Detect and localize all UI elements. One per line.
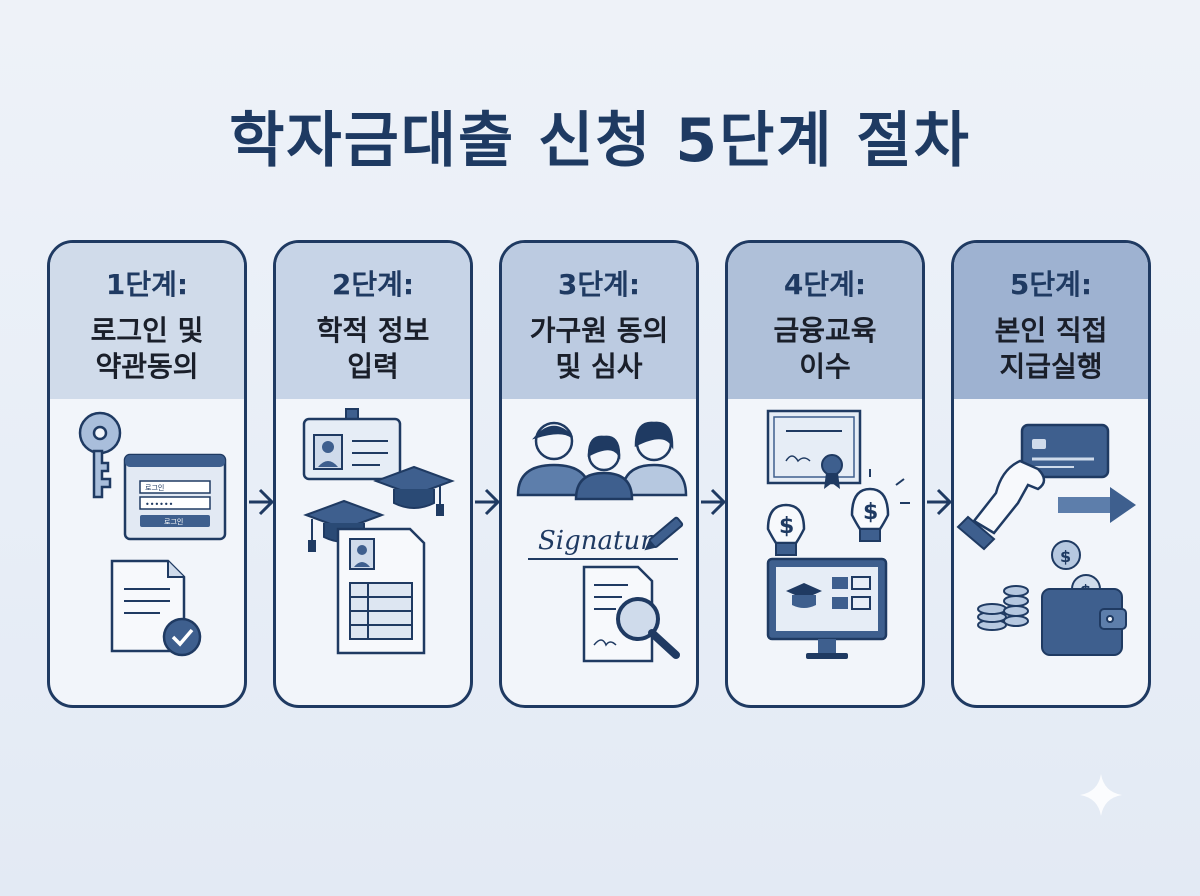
document-check-icon: [110, 559, 202, 657]
step-header-2: 2단계: 학적 정보 입력: [276, 243, 470, 399]
svg-text:$: $: [1060, 547, 1071, 566]
step-card-4: 4단계: 금융교육 이수 $: [725, 240, 925, 708]
coins-wallet-icon: $ $: [977, 540, 1127, 656]
hand-card-icon: [956, 423, 1110, 551]
svg-text:••••••: ••••••: [145, 500, 173, 509]
lightbulb-dollar-icon: $ $: [766, 469, 910, 556]
key-icon: [78, 411, 122, 499]
svg-text:Signatur: Signatur: [538, 526, 654, 556]
arrow-right-icon: [249, 488, 274, 516]
step-card-3: 3단계: 가구원 동의 및 심사 Signatur: [499, 240, 699, 708]
magnifier-document-icon: [582, 565, 680, 663]
page-title: 학자금대출 신청 5단계 절차: [229, 106, 971, 176]
step-label: 1단계:: [105, 267, 189, 301]
step-description: 본인 직접 지급실행: [994, 313, 1108, 383]
sparkle-icon: [1080, 774, 1122, 816]
step-label: 5단계:: [1009, 267, 1093, 301]
step-illustration-3: Signatur: [502, 399, 696, 705]
step-card-2: 2단계: 학적 정보 입력: [273, 240, 473, 708]
step-label: 3단계:: [557, 267, 641, 301]
form-document-icon: [336, 527, 426, 655]
arrow-right-icon: [927, 488, 952, 516]
step-label: 2단계:: [331, 267, 415, 301]
step-description: 가구원 동의 및 심사: [529, 313, 669, 383]
id-card-icon: [302, 408, 402, 481]
svg-text:로그인: 로그인: [164, 517, 183, 526]
step-card-1: 1단계: 로그인 및 약관동의 로그인 •••••• 로그인: [47, 240, 247, 708]
certificate-icon: [766, 409, 862, 489]
step-description: 학적 정보 입력: [316, 313, 430, 383]
step-description: 로그인 및 약관동의: [90, 313, 204, 383]
svg-text:$: $: [779, 514, 794, 539]
step-header-3: 3단계: 가구원 동의 및 심사: [502, 243, 696, 399]
step-illustration-5: $ $: [954, 399, 1148, 705]
login-window-icon: 로그인 •••••• 로그인: [123, 453, 227, 541]
svg-text:로그인: 로그인: [145, 483, 164, 492]
step-illustration-4: $ $: [728, 399, 922, 705]
arrow-right-icon: [475, 488, 500, 516]
arrow-right-icon: [1058, 487, 1136, 523]
step-description: 금융교육 이수: [773, 313, 877, 383]
family-icon: [516, 421, 688, 501]
svg-text:$: $: [863, 500, 878, 525]
signature-icon: Signatur: [528, 516, 684, 560]
step-label: 4단계:: [783, 267, 867, 301]
step-illustration-2: [276, 399, 470, 705]
step-card-5: 5단계: 본인 직접 지급실행 $: [951, 240, 1151, 708]
step-header-4: 4단계: 금융교육 이수: [728, 243, 922, 399]
step-header-5: 5단계: 본인 직접 지급실행: [954, 243, 1148, 399]
step-header-1: 1단계: 로그인 및 약관동의: [50, 243, 244, 399]
arrow-right-icon: [701, 488, 726, 516]
monitor-course-icon: [766, 557, 888, 659]
step-illustration-1: 로그인 •••••• 로그인: [50, 399, 244, 705]
